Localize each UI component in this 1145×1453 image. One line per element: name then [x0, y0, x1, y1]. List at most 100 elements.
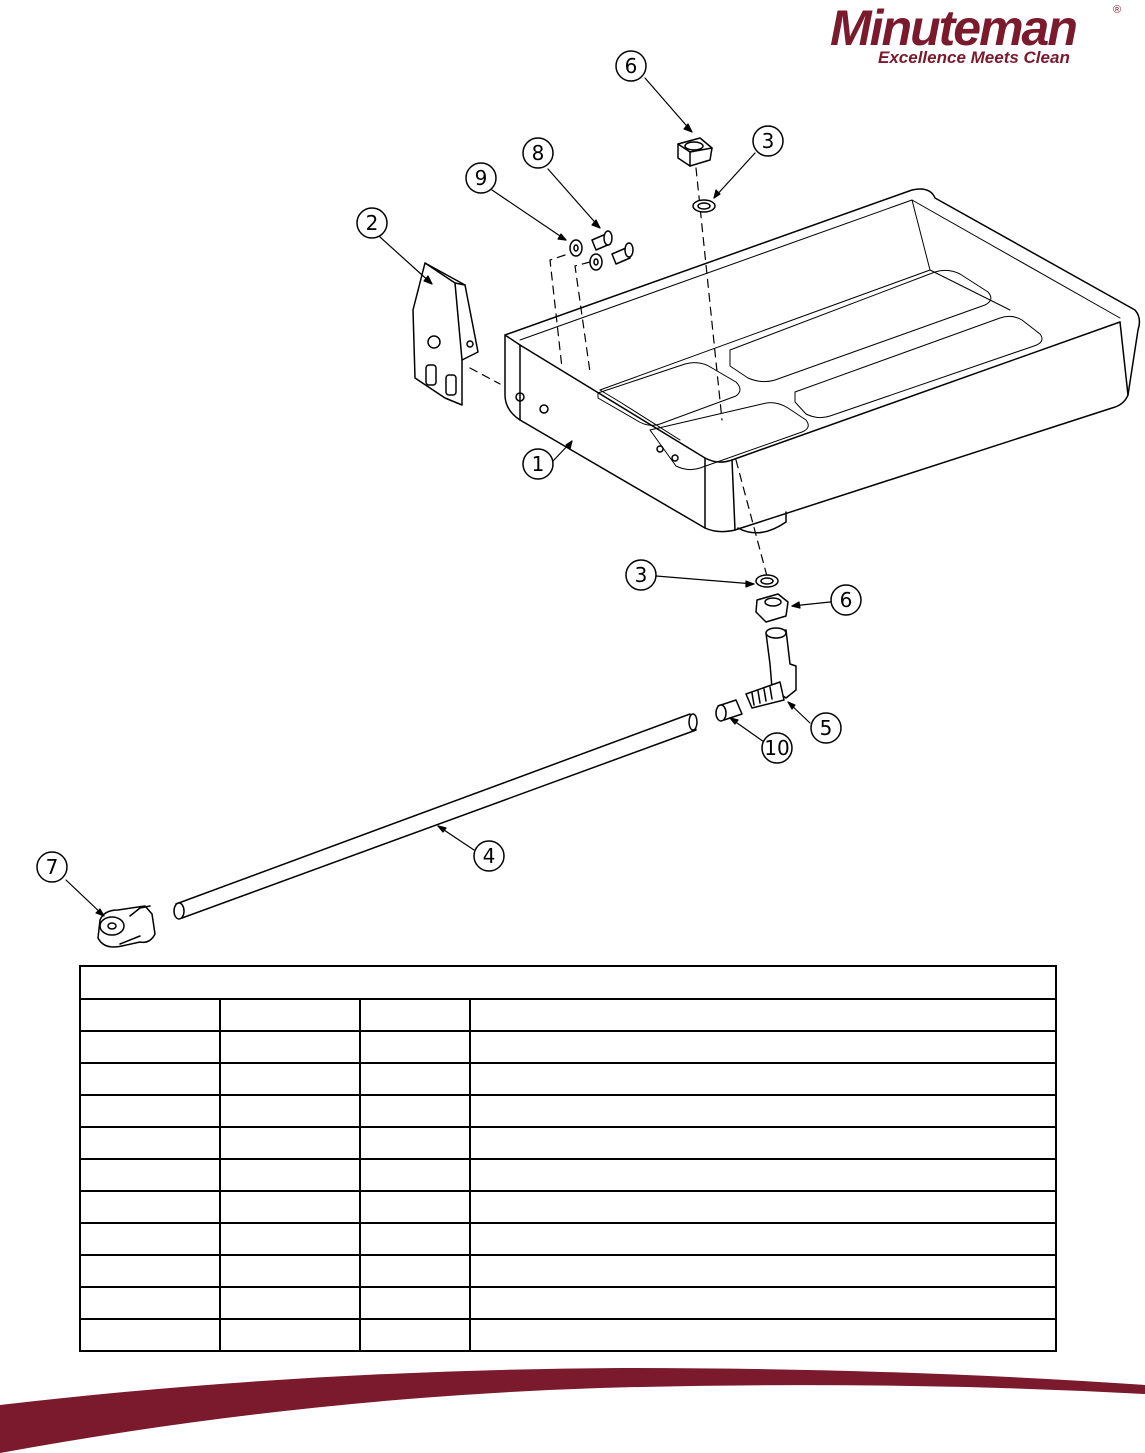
table-header-cell — [79, 998, 221, 1033]
callout-1: 1 — [522, 448, 554, 480]
table-title-row — [79, 964, 1057, 1001]
table-cell — [359, 1062, 471, 1097]
table-cell — [79, 1285, 221, 1320]
table-header-row — [79, 998, 1057, 1033]
svg-text:6: 6 — [840, 588, 853, 612]
callout-7: 7 — [36, 851, 68, 883]
table-cell — [469, 1189, 1057, 1224]
table-row — [79, 1094, 1057, 1128]
table-row — [79, 1062, 1057, 1097]
table-cell — [79, 1157, 221, 1192]
table-cell — [469, 1221, 1057, 1256]
brand-wordmark: Minuteman — [830, 0, 1078, 56]
callout-leaders — [65, 77, 831, 917]
brand-tagline: Excellence Meets Clean — [878, 48, 1070, 67]
table-cell — [359, 1317, 471, 1353]
table-cell — [359, 1189, 471, 1224]
callout-9: 9 — [465, 162, 497, 194]
svg-text:6: 6 — [625, 54, 638, 78]
callout-6-upper: 6 — [615, 50, 647, 82]
callout-2: 2 — [356, 207, 388, 239]
table-cell — [219, 1285, 361, 1320]
washer-lower-part — [755, 574, 779, 588]
table-cell — [79, 1189, 221, 1224]
table-cell — [79, 1126, 221, 1160]
table-cell — [469, 1126, 1057, 1160]
table-row — [79, 1221, 1057, 1256]
table-cell — [219, 1317, 361, 1353]
exploded-parts-diagram: 6 3 8 9 2 1 3 6 5 10 4 7 — [36, 50, 1141, 948]
registered-mark: ® — [1113, 4, 1122, 16]
table-cell — [79, 1030, 221, 1065]
table-cell — [219, 1094, 361, 1128]
washers-part — [569, 239, 603, 271]
table-row — [79, 1126, 1057, 1160]
table-cell — [219, 1221, 361, 1256]
table-cell — [219, 1126, 361, 1160]
svg-text:4: 4 — [483, 844, 496, 868]
svg-text:3: 3 — [762, 129, 775, 153]
table-row — [79, 1030, 1057, 1065]
callout-3-upper: 3 — [752, 125, 784, 157]
bolts-part — [591, 230, 634, 265]
footer-swoosh — [0, 1368, 1145, 1453]
callout-10: 10 — [761, 732, 793, 764]
hose-clamp-part — [715, 699, 743, 722]
table-cell — [219, 1062, 361, 1097]
svg-text:2: 2 — [366, 211, 379, 235]
hose-part — [173, 713, 698, 920]
nut-lower-part — [755, 593, 789, 623]
table-cell — [359, 1126, 471, 1160]
nut-upper-part — [677, 137, 713, 167]
svg-text:7: 7 — [46, 855, 59, 879]
table-cell — [359, 1221, 471, 1256]
table-cell — [469, 1094, 1057, 1128]
callout-3-lower: 3 — [625, 559, 657, 591]
table-header-cell — [219, 998, 361, 1033]
table-cell — [219, 1253, 361, 1288]
table-row — [79, 1317, 1057, 1353]
svg-text:5: 5 — [820, 716, 833, 740]
svg-text:10: 10 — [764, 736, 789, 760]
parts-table — [79, 964, 1057, 1353]
table-row — [79, 1253, 1057, 1288]
table-cell — [359, 1094, 471, 1128]
svg-text:9: 9 — [475, 166, 488, 190]
assembly-lines — [469, 167, 769, 581]
callout-8: 8 — [522, 137, 554, 169]
table-cell — [79, 1221, 221, 1256]
svg-text:3: 3 — [635, 563, 648, 587]
elbow-fitting-part — [745, 627, 797, 709]
svg-text:8: 8 — [532, 141, 545, 165]
table-cell — [79, 1094, 221, 1128]
clamp-part — [97, 905, 156, 948]
table-cell — [219, 1157, 361, 1192]
table-cell — [469, 1285, 1057, 1320]
washer-upper-part — [692, 199, 716, 213]
table-cell — [79, 1062, 221, 1097]
table-header-cell — [359, 998, 471, 1033]
table-cell — [359, 1030, 471, 1065]
svg-text:1: 1 — [532, 452, 545, 476]
callout-4: 4 — [473, 840, 505, 872]
brand-logo: Minuteman ® Excellence Meets Clean — [826, 0, 1126, 70]
table-cell — [469, 1030, 1057, 1065]
bracket-part — [412, 262, 479, 406]
table-cell — [359, 1253, 471, 1288]
table-row — [79, 1189, 1057, 1224]
table-cell — [79, 1317, 221, 1353]
table-title — [79, 964, 1057, 1001]
table-cell — [219, 1189, 361, 1224]
table-cell — [219, 1030, 361, 1065]
callout-6-lower: 6 — [830, 584, 862, 616]
table-row — [79, 1285, 1057, 1320]
callout-5: 5 — [810, 712, 842, 744]
table-row — [79, 1157, 1057, 1192]
table-cell — [469, 1317, 1057, 1353]
table-body — [79, 1030, 1057, 1353]
table-cell — [469, 1062, 1057, 1097]
table-cell — [359, 1285, 471, 1320]
table-cell — [79, 1253, 221, 1288]
table-header-cell — [469, 998, 1057, 1033]
table-cell — [469, 1157, 1057, 1192]
